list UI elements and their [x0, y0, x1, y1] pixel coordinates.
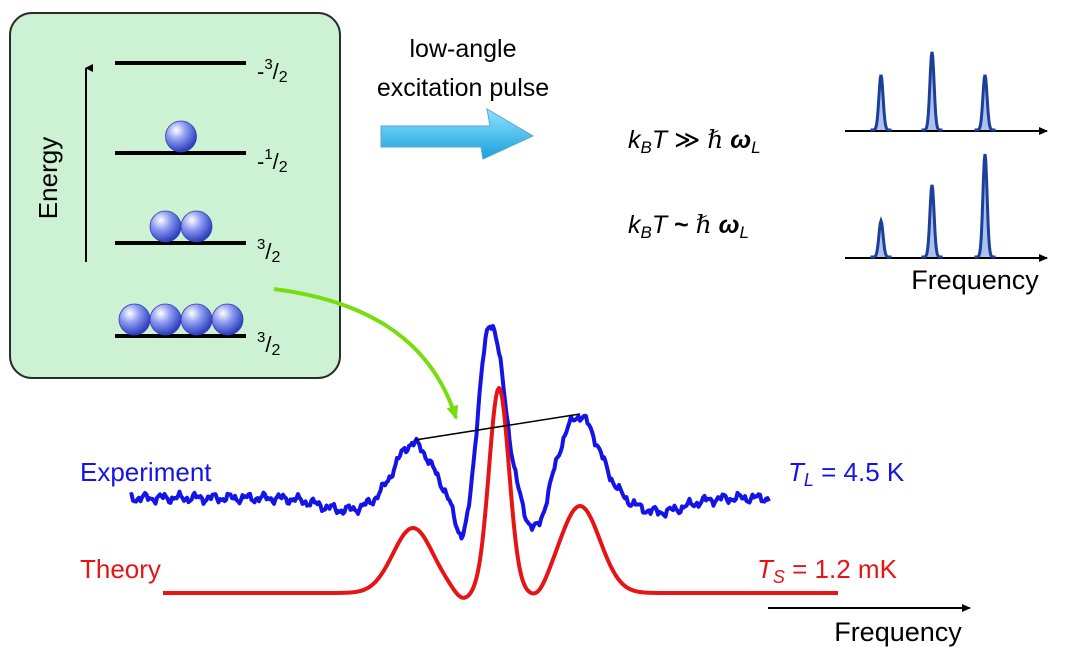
spin-population-ball	[149, 210, 182, 243]
theory-temperature: TS = 1.2 mK	[757, 554, 898, 587]
subscript-b: B	[641, 223, 652, 242]
spin-label: -1/2	[257, 146, 288, 176]
temp-symbol: T	[757, 554, 775, 584]
spin-label-part: 3	[257, 329, 265, 346]
theory-label: Theory	[80, 554, 161, 584]
temp-symbol: T	[788, 457, 806, 487]
energy-axis-label: Energy	[33, 137, 63, 219]
mini-peak-fill	[921, 51, 943, 130]
mini-peak	[870, 216, 892, 259]
relation-symbol: ~	[667, 211, 696, 239]
temp-subscript: L	[804, 470, 814, 490]
pulse-label-line2: excitation pulse	[377, 74, 549, 102]
energy-levels: -3/2-1/23/23/2	[115, 56, 288, 359]
transition-arrow	[273, 287, 459, 420]
spin-population-ball	[165, 120, 197, 153]
boltzmann-k: k	[628, 126, 642, 154]
subscript-l: L	[740, 223, 749, 242]
temperature-t: T	[652, 211, 669, 239]
main-spectrum: Experiment Theory TL = 4.5 K TS = 1.2 mK…	[80, 324, 971, 647]
panel-background	[9, 12, 341, 379]
spin-label-part: 2	[271, 249, 280, 266]
temperature-t: T	[652, 126, 669, 154]
spin-label-part: -	[257, 149, 264, 174]
energy-level-panel: Energy -3/2-1/23/23/2	[9, 12, 341, 379]
spin-label: -3/2	[257, 56, 288, 86]
spin-label-part: 3	[264, 56, 272, 73]
spin-label-part: /	[273, 59, 280, 84]
spin-population-ball	[180, 303, 213, 336]
spin-label-part: 3	[257, 236, 265, 253]
temp-value: = 1.2 mK	[785, 554, 898, 584]
spin-label-part: /	[265, 332, 272, 357]
peak-envelope-left	[414, 413, 581, 441]
omega-symbol: ω	[723, 126, 751, 154]
spin-label: 3/2	[257, 236, 280, 266]
experiment-temperature: TL = 4.5 K	[788, 457, 905, 490]
excitation-pulse: low-angle excitation pulse	[377, 35, 549, 160]
spin-population-ball	[211, 303, 244, 336]
mini-peak	[974, 74, 996, 132]
temp-subscript: S	[773, 567, 785, 587]
spin-label: 3/2	[257, 329, 280, 359]
mini-spectrum-high-temp	[845, 51, 1048, 135]
subscript-l: L	[751, 138, 760, 157]
mini-peak	[870, 74, 892, 132]
experiment-curve	[129, 324, 771, 541]
hbar-symbol: ℏ	[707, 125, 723, 154]
high-temp-condition: kBT ≫ ℏ ωL	[628, 125, 761, 157]
energy-level: 3/2	[115, 210, 280, 266]
mini-peak	[974, 153, 996, 259]
mini-frequency-label: Frequency	[911, 265, 1039, 295]
mini-peaks-high-temp	[870, 51, 996, 132]
relation-symbol: ≫	[667, 126, 707, 154]
spin-label-part: 2	[279, 69, 288, 86]
theory-curve	[162, 386, 839, 600]
mini-peak-fill	[974, 154, 996, 257]
mini-peak	[921, 184, 943, 259]
spin-label-part: /	[265, 239, 272, 264]
hbar-symbol: ℏ	[696, 210, 712, 239]
pulse-label-line1: low-angle	[409, 35, 516, 63]
spin-label-part: 2	[271, 342, 280, 359]
energy-level: -1/2	[115, 120, 288, 176]
mini-peak-fill	[870, 74, 892, 130]
spin-population-ball	[118, 303, 151, 336]
energy-level: -3/2	[115, 56, 288, 86]
subscript-b: B	[641, 138, 652, 157]
spin-label-part: -	[257, 59, 264, 84]
main-frequency-label: Frequency	[834, 617, 962, 647]
low-temp-condition: kBT ~ ℏ ωL	[628, 210, 749, 242]
mini-spectrum-low-temp: Frequency	[845, 153, 1048, 295]
mini-peak	[921, 51, 943, 132]
experiment-label: Experiment	[80, 457, 212, 487]
pulse-arrow	[380, 108, 535, 160]
mini-peaks-low-temp	[870, 153, 996, 259]
temp-value: = 4.5 K	[814, 457, 905, 487]
spin-label-part: 2	[279, 159, 288, 176]
mini-peak-fill	[974, 74, 996, 130]
spin-label-part: 1	[264, 146, 272, 163]
energy-level: 3/2	[115, 303, 280, 359]
spin-population-ball	[149, 303, 182, 336]
omega-symbol: ω	[712, 211, 740, 239]
boltzmann-k: k	[628, 211, 642, 239]
spin-population-ball	[180, 210, 213, 243]
spin-label-part: /	[273, 149, 280, 174]
mini-peak-fill	[870, 220, 892, 257]
mini-peak-fill	[921, 184, 943, 257]
